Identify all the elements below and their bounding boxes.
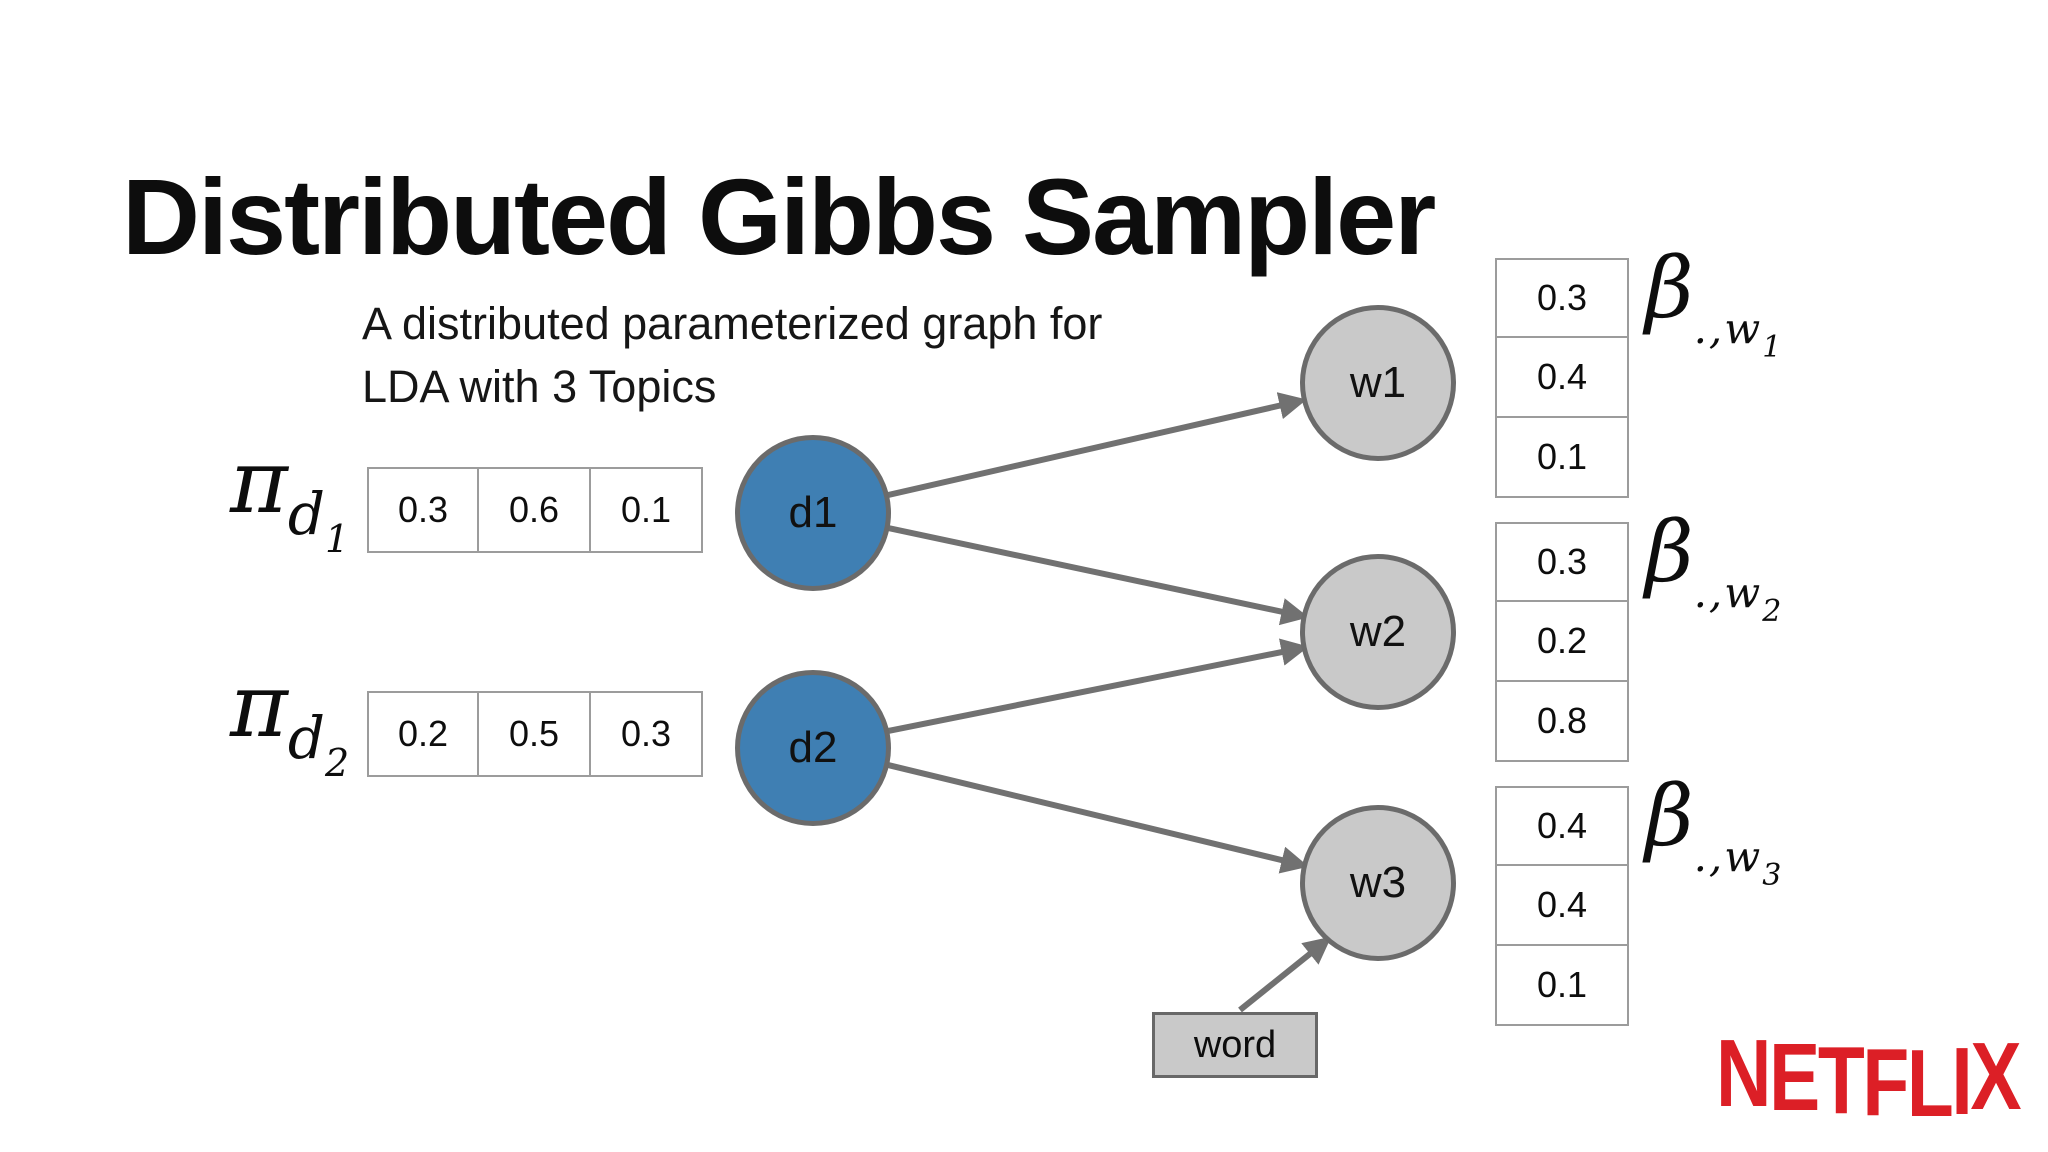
beta-w3-label: β.,w3 — [1645, 774, 1781, 891]
doc-node-d2: d2 — [735, 670, 891, 826]
word-box: word — [1152, 1012, 1318, 1078]
word-node-w3: w3 — [1300, 805, 1456, 961]
beta-subscript: .,w — [1693, 832, 1763, 881]
node-label: d1 — [788, 488, 838, 537]
word-node-w1: w1 — [1300, 305, 1456, 461]
table-cell: 0.4 — [1495, 786, 1629, 866]
beta-w2-label: β.,w2 — [1645, 510, 1781, 627]
beta-symbol: β — [1645, 503, 1694, 601]
netflix-letter: X — [1970, 1023, 2021, 1130]
word-box-label: word — [1193, 1023, 1277, 1066]
slide-subtitle: A distributed parameterized graph for LD… — [362, 292, 1102, 418]
subtitle-line-1: A distributed parameterized graph for — [362, 298, 1103, 349]
edge-d1-w1 — [887, 392, 1307, 498]
edge-word-w3 — [1238, 936, 1332, 1013]
pi-subscript: d — [287, 480, 325, 548]
netflix-letter: E — [1769, 1024, 1820, 1131]
pi-subsubscript: 1 — [324, 517, 350, 561]
netflix-letter: L — [1906, 1030, 1954, 1137]
beta-subsubscript: 2 — [1762, 594, 1782, 629]
pi-symbol: π — [230, 430, 288, 533]
table-cell: 0.1 — [1495, 418, 1629, 498]
beta-symbol: β — [1645, 767, 1694, 865]
edge-d1-w2 — [887, 525, 1309, 626]
node-label: w3 — [1349, 858, 1407, 907]
pi-symbol: π — [230, 654, 288, 757]
table-cell: 0.4 — [1495, 866, 1629, 946]
beta-w2-table: 0.3 0.2 0.8 — [1495, 522, 1629, 762]
word-node-w2: w2 — [1300, 554, 1456, 710]
table-cell: 0.6 — [479, 467, 591, 553]
pi-d1-table: 0.3 0.6 0.1 — [367, 467, 703, 553]
table-cell: 0.1 — [591, 467, 703, 553]
beta-w3-table: 0.4 0.4 0.1 — [1495, 786, 1629, 1026]
beta-subscript: .,w — [1693, 304, 1763, 353]
doc-node-d1: d1 — [735, 435, 891, 591]
node-label: d2 — [788, 723, 838, 772]
pi-d2-table: 0.2 0.5 0.3 — [367, 691, 703, 777]
pi-d2-label: πd2 — [230, 662, 349, 783]
table-cell: 0.3 — [1495, 258, 1629, 338]
beta-subscript: .,w — [1693, 568, 1763, 617]
edge-d2-w3 — [887, 762, 1309, 874]
netflix-letter: T — [1817, 1027, 1865, 1134]
beta-w1-table: 0.3 0.4 0.1 — [1495, 258, 1629, 498]
table-cell: 0.5 — [479, 691, 591, 777]
table-cell: 0.3 — [367, 467, 479, 553]
netflix-letter: F — [1862, 1029, 1909, 1136]
node-label: w1 — [1349, 358, 1407, 407]
pi-d1-label: πd1 — [230, 438, 349, 559]
table-cell: 0.1 — [1495, 946, 1629, 1026]
pi-subsubscript: 2 — [324, 741, 350, 785]
table-cell: 0.2 — [1495, 602, 1629, 682]
table-cell: 0.3 — [591, 691, 703, 777]
node-label: w2 — [1349, 607, 1407, 656]
slide-title: Distributed Gibbs Sampler — [122, 156, 1436, 278]
beta-subsubscript: 3 — [1762, 858, 1782, 893]
pi-subscript: d — [287, 704, 325, 772]
table-cell: 0.3 — [1495, 522, 1629, 602]
table-cell: 0.8 — [1495, 682, 1629, 762]
edge-d2-w2 — [887, 638, 1309, 734]
table-cell: 0.2 — [367, 691, 479, 777]
table-cell: 0.4 — [1495, 338, 1629, 418]
beta-subsubscript: 1 — [1762, 330, 1782, 365]
netflix-letter: I — [1951, 1028, 1972, 1135]
beta-w1-label: β.,w1 — [1645, 246, 1781, 363]
subtitle-line-2: LDA with 3 Topics — [362, 361, 717, 412]
beta-symbol: β — [1645, 239, 1694, 337]
netflix-letter: N — [1716, 1020, 1771, 1127]
